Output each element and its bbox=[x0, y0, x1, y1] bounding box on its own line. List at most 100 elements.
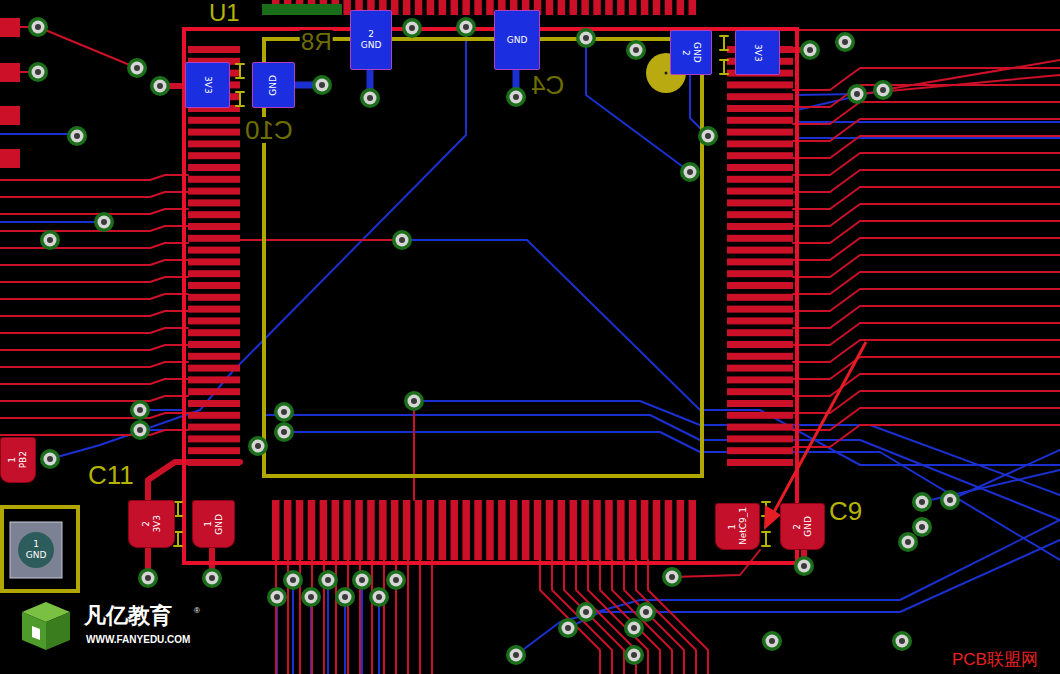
ic-pin bbox=[581, 0, 589, 15]
top-trace bbox=[793, 408, 1060, 430]
top-trace bbox=[797, 29, 1060, 31]
via bbox=[892, 631, 912, 651]
ic-pin bbox=[451, 0, 459, 15]
top-trace bbox=[793, 272, 1060, 294]
via bbox=[456, 17, 476, 37]
smd-pad: 1PB2 bbox=[0, 437, 36, 483]
ic-pin bbox=[727, 129, 793, 136]
bottom-trace bbox=[361, 580, 363, 674]
bottom-trace bbox=[797, 121, 1060, 123]
ic-pin bbox=[546, 500, 554, 560]
ic-pin bbox=[641, 500, 649, 560]
ic-pin bbox=[570, 0, 578, 15]
via bbox=[283, 570, 303, 590]
via bbox=[576, 28, 596, 48]
pad-label: 1 bbox=[204, 521, 213, 527]
ic-pin bbox=[653, 500, 661, 560]
via bbox=[912, 517, 932, 537]
ic-pin bbox=[727, 306, 793, 313]
ic-pin bbox=[727, 424, 793, 431]
via bbox=[873, 80, 893, 100]
pad-label: GND bbox=[215, 514, 224, 535]
ic-pin bbox=[367, 500, 375, 560]
pad-frame-silk bbox=[2, 507, 78, 591]
ic-pin bbox=[727, 341, 793, 348]
silk-mark bbox=[239, 92, 241, 106]
via bbox=[847, 84, 867, 104]
via bbox=[626, 40, 646, 60]
ic-pin bbox=[727, 258, 793, 265]
ic-pin bbox=[188, 247, 240, 254]
ic-pin bbox=[727, 117, 793, 124]
ic-pin bbox=[727, 459, 793, 466]
pad-label: 2 bbox=[681, 50, 690, 56]
ic-pin bbox=[665, 0, 673, 15]
top-trace bbox=[793, 238, 1060, 260]
edge-pad bbox=[0, 149, 20, 168]
via bbox=[150, 76, 170, 96]
edge-pad bbox=[0, 18, 20, 37]
via bbox=[662, 567, 682, 587]
top-trace bbox=[793, 102, 1060, 124]
smd-pad: 1NetC9_1 bbox=[715, 503, 760, 550]
silk-mark bbox=[177, 502, 179, 516]
top-trace bbox=[407, 560, 409, 674]
top-traces bbox=[0, 27, 1060, 674]
pointer-arrow bbox=[774, 342, 866, 512]
top-trace bbox=[0, 311, 188, 316]
ic-pin bbox=[727, 93, 793, 100]
smd-pad: 1GND bbox=[192, 500, 235, 548]
top-trace bbox=[0, 396, 188, 401]
ic-pin bbox=[727, 81, 793, 88]
ic-pin bbox=[727, 270, 793, 277]
ic-pin bbox=[188, 211, 240, 218]
ic-pin bbox=[188, 140, 240, 147]
via bbox=[318, 570, 338, 590]
pad-label: 2 bbox=[793, 524, 802, 530]
silk-mark bbox=[720, 49, 728, 51]
ic-pin bbox=[629, 0, 637, 15]
top-trace bbox=[793, 204, 1060, 226]
top-trace bbox=[419, 560, 421, 674]
ic-pin bbox=[727, 294, 793, 301]
top-trace bbox=[38, 27, 137, 68]
top-trace bbox=[0, 260, 188, 265]
pad-label: GND bbox=[269, 75, 278, 96]
via bbox=[28, 62, 48, 82]
ic-pin bbox=[727, 199, 793, 206]
silk-mark bbox=[236, 77, 244, 79]
top-trace bbox=[0, 345, 188, 350]
ic-pin bbox=[379, 500, 387, 560]
bottom-traces bbox=[0, 27, 1060, 674]
ic-pin bbox=[677, 0, 685, 15]
top-trace bbox=[0, 226, 188, 231]
via bbox=[138, 568, 158, 588]
ic-pin bbox=[727, 317, 793, 324]
pad-label: NetC9_1 bbox=[739, 507, 748, 545]
ic-pin bbox=[188, 282, 240, 289]
bottom-trace bbox=[344, 597, 346, 674]
ic-pin bbox=[296, 500, 304, 560]
bottom-trace bbox=[50, 27, 466, 459]
ic-pin bbox=[727, 211, 793, 218]
pad-label: 3V3 bbox=[203, 76, 212, 94]
ic-pin bbox=[617, 500, 625, 560]
pad-label: 1 bbox=[8, 457, 17, 463]
via bbox=[698, 126, 718, 146]
pad-label: GND bbox=[26, 551, 47, 560]
ic-pin bbox=[188, 388, 240, 395]
top-trace bbox=[0, 294, 188, 299]
silk-mark bbox=[723, 60, 725, 74]
top-trace bbox=[540, 560, 600, 674]
ic-pin bbox=[558, 500, 566, 560]
top-trace bbox=[0, 413, 188, 418]
component-outline bbox=[184, 29, 797, 563]
edge-pad bbox=[0, 106, 20, 125]
ic-pin bbox=[188, 306, 240, 313]
ic-pin bbox=[391, 0, 399, 15]
silk-mark bbox=[765, 532, 767, 546]
ic-pin bbox=[558, 0, 566, 15]
ic-pin bbox=[462, 0, 470, 15]
ic-pin bbox=[727, 164, 793, 171]
top-trace bbox=[431, 560, 433, 674]
